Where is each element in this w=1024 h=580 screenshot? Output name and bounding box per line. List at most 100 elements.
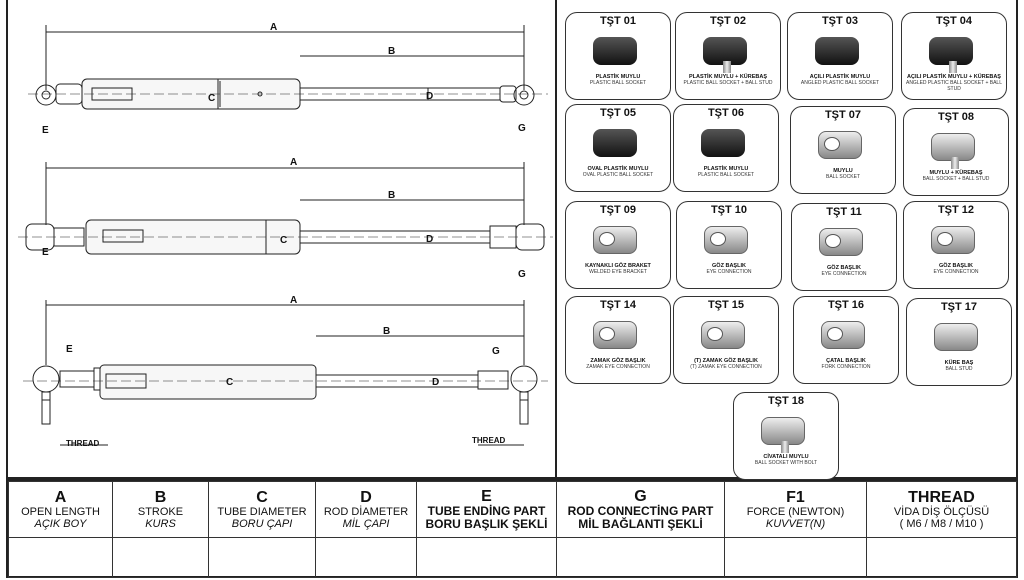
part-card: TŞT 08 MUYLU + KÜREBAŞ BALL SOCKET + BAL… [903, 108, 1009, 196]
column-letter: B [154, 488, 167, 506]
column-letter: G [634, 487, 647, 505]
part-card: TŞT 11 GÖZ BAŞLIK EYE CONNECTION [791, 203, 897, 291]
column-letter: F1 [786, 488, 805, 506]
part-card: TŞT 10 GÖZ BAŞLIK EYE CONNECTION [676, 201, 782, 289]
part-name-tr: ZAMAK GÖZ BAŞLIK [590, 358, 646, 364]
part-code: TŞT 02 [709, 15, 747, 27]
part-code: TŞT 05 [599, 107, 637, 119]
gas-spring-diagrams: A B C D E G A B C D E G A B C D E G THRE… [18, 22, 553, 448]
part-image [811, 315, 881, 355]
part-card: TŞT 12 GÖZ BAŞLIK EYE CONNECTION [903, 201, 1009, 289]
part-code: TŞT 11 [826, 206, 862, 218]
input-cell[interactable] [416, 537, 557, 578]
input-cell[interactable] [208, 537, 316, 578]
label-e: E [42, 125, 49, 136]
label-b: B [383, 326, 390, 337]
part-name-en: ANGLED PLASTIC BALL SOCKET + BALL STUD [905, 80, 1002, 92]
part-name-tr: GÖZ BAŞLIK [939, 263, 973, 269]
part-card: TŞT 15 (T) ZAMAK GÖZ BAŞLIK (T) ZAMAK EY… [673, 296, 779, 384]
part-code: TŞT 04 [935, 15, 973, 27]
part-card: TŞT 18 CİVATALI MUYLU BALL SOCKET WITH B… [733, 392, 839, 480]
column-header: C TUBE DIAMETER BORU ÇAPI [208, 481, 316, 538]
part-name-en: BALL SOCKET WITH BOLT [754, 460, 818, 466]
part-card: TŞT 16 ÇATAL BAŞLIK FORK CONNECTION [793, 296, 899, 384]
label-e: E [66, 344, 73, 355]
input-cell[interactable] [315, 537, 417, 578]
part-image [583, 123, 653, 163]
column-label-en: TUBE DIAMETER [217, 506, 307, 519]
diagram-eye-ends: A B C D E G [28, 22, 548, 136]
part-image [583, 315, 653, 355]
input-cell[interactable] [866, 537, 1017, 578]
column-header: E TUBE ENDİNG PART BORU BAŞLIK ŞEKLİ [416, 481, 557, 538]
column-header: D ROD DİAMETER MİL ÇAPI [315, 481, 417, 538]
label-c: C [208, 93, 215, 104]
label-thread: THREAD [472, 436, 506, 445]
column-label-en: ROD CONNECTİNG PART [567, 504, 714, 519]
column-label-tr: MİL ÇAPI [342, 518, 390, 531]
part-name-en: PLASTIC BALL SOCKET [697, 172, 755, 178]
label-c: C [280, 235, 287, 246]
part-name-en: PLASTIC BALL SOCKET [589, 80, 647, 86]
part-code: TŞT 07 [824, 109, 862, 121]
part-name-en: (T) ZAMAK EYE CONNECTION [690, 364, 762, 370]
part-code: TŞT 10 [710, 204, 748, 216]
column-header: B STROKE KURS [112, 481, 209, 538]
input-cell[interactable] [556, 537, 725, 578]
part-image [808, 125, 878, 165]
part-image [921, 220, 991, 260]
part-image [921, 127, 991, 169]
part-card: TŞT 06 PLASTİK MUYLU PLASTIC BALL SOCKET [673, 104, 779, 192]
column-label-en: ROD DİAMETER [323, 506, 409, 519]
part-card: TŞT 07 MUYLU BALL SOCKET [790, 106, 896, 194]
part-name-en: PLASTIC BALL SOCKET + BALL STUD [683, 80, 773, 86]
input-cell[interactable] [8, 537, 113, 578]
part-code: TŞT 06 [707, 107, 745, 119]
part-image [583, 31, 653, 71]
diagram-fork-ends: A B C D E G [18, 157, 553, 280]
part-code: TŞT 09 [599, 204, 637, 216]
part-name-tr: AÇILI PLASTİK MUYLU [809, 74, 871, 80]
label-g: G [492, 346, 500, 357]
part-name-en: EYE CONNECTION [706, 269, 752, 275]
input-cell[interactable] [724, 537, 867, 578]
column-header: F1 FORCE (NEWTON) KUVVET(N) [724, 481, 867, 538]
part-name-tr: KAYNAKLI GÖZ BRAKET [585, 263, 651, 269]
part-code: TŞT 03 [821, 15, 859, 27]
column-header: A OPEN LENGTH AÇIK BOY [8, 481, 113, 538]
column-letter: A [54, 488, 67, 506]
part-image [691, 315, 761, 355]
column-header: G ROD CONNECTİNG PART MİL BAĞLANTI ŞEKLİ [556, 481, 725, 538]
part-name-tr: ÇATAL BAŞLIK [826, 358, 866, 364]
divider [555, 0, 557, 478]
part-image [691, 123, 761, 163]
column-label-tr: MİL BAĞLANTI ŞEKLİ [578, 517, 703, 532]
input-cell[interactable] [112, 537, 209, 578]
part-code: TŞT 15 [707, 299, 745, 311]
column-label-tr: BORU BAŞLIK ŞEKLİ [425, 517, 548, 532]
part-card: TŞT 01 PLASTİK MUYLU PLASTIC BALL SOCKET [565, 12, 671, 100]
part-name-en: EYE CONNECTION [933, 269, 979, 275]
part-name-tr: PLASTİK MUYLU [703, 166, 749, 172]
part-name-en: WELDED EYE BRACKET [589, 269, 647, 275]
part-card: TŞT 17 KÜRE BAŞ BALL STUD [906, 298, 1012, 386]
part-card: TŞT 14 ZAMAK GÖZ BAŞLIK ZAMAK EYE CONNEC… [565, 296, 671, 384]
column-label-tr: KURS [145, 518, 176, 531]
part-name-en: BALL SOCKET + BALL STUD [922, 176, 990, 182]
part-image [693, 31, 763, 73]
part-code: TŞT 17 [940, 301, 978, 313]
part-card: TŞT 02 PLASTİK MUYLU + KÜREBAŞ PLASTIC B… [675, 12, 781, 100]
label-g: G [518, 123, 526, 134]
part-name-en: BALL SOCKET [826, 174, 860, 180]
part-name-tr: OVAL PLASTİK MUYLU [587, 166, 649, 172]
column-header: THREAD VİDA DİŞ ÖLÇÜSÜ ( M6 / M8 / M10 ) [866, 481, 1017, 538]
part-name-tr: PLASTİK MUYLU + KÜREBAŞ [688, 74, 768, 80]
label-d: D [426, 91, 433, 102]
part-code: TŞT 14 [599, 299, 637, 311]
column-label-tr: BORU ÇAPI [231, 518, 293, 531]
part-name-en: FORK CONNECTION [821, 364, 871, 370]
label-c: C [226, 377, 233, 388]
part-code: TŞT 18 [767, 395, 805, 407]
part-name-tr: MUYLU + KÜREBAŞ [929, 170, 983, 176]
